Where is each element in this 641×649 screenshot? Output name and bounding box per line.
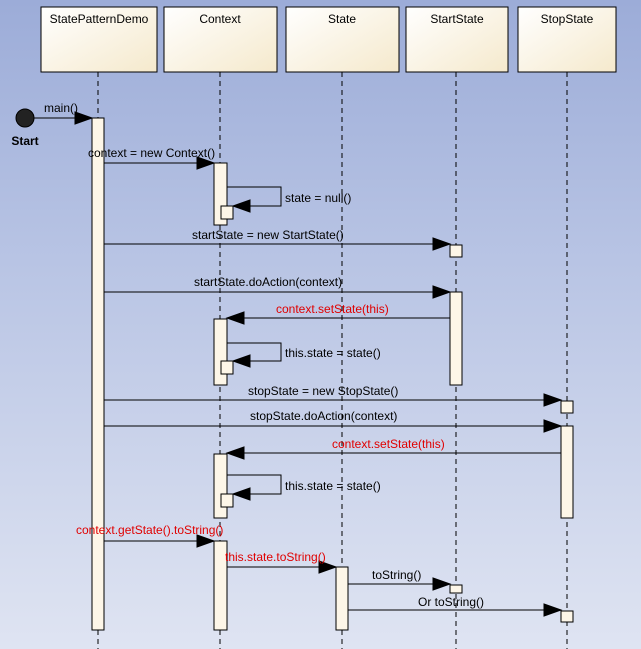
message-label: startState.doAction(context) (194, 275, 342, 289)
message-label: context.setState(this) (332, 437, 445, 451)
message-getstate-tostring[interactable]: context.getState().toString() (76, 523, 223, 548)
start-node[interactable]: Start (11, 108, 39, 148)
lifeline-header-context[interactable]: Context (163, 6, 278, 73)
message-main[interactable]: main() (34, 101, 94, 125)
activation-startstate-create (449, 244, 463, 258)
activation-statepatterndemo (91, 117, 105, 631)
message-label: main() (44, 101, 78, 115)
activation-context-2 (213, 318, 228, 386)
lifeline-headers: StatePatternDemo Context State StartStat… (40, 6, 617, 73)
message-new-context[interactable]: context = new Context() (88, 146, 216, 170)
start-icon (15, 108, 35, 128)
message-label: toString() (372, 568, 421, 582)
message-state-null[interactable]: state = null() (227, 186, 351, 213)
message-startstate-tostring[interactable]: toString() (348, 568, 452, 591)
lifeline-name: StatePatternDemo (50, 12, 149, 26)
activation-bars (91, 117, 574, 631)
message-this-state-1[interactable]: this.state = state() (227, 342, 381, 368)
message-stopstate-tostring[interactable]: Or toString() (348, 595, 563, 617)
message-label: this.state.toString() (225, 550, 326, 564)
message-setstate-2[interactable]: context.setState(this) (225, 437, 561, 460)
message-label: stopState = new StopState() (248, 384, 398, 398)
lifeline-name: State (328, 12, 356, 26)
activation-startstate-doaction (449, 291, 463, 386)
messages: main() context = new Context() state = n… (34, 101, 563, 617)
activation-startstate-tostring (449, 584, 463, 594)
message-startstate-doaction[interactable]: startState.doAction(context) (104, 275, 452, 299)
lifeline-name: Context (199, 12, 241, 26)
lifeline-header-stopstate[interactable]: StopState (517, 6, 617, 73)
message-this-state-tostring[interactable]: this.state.toString() (225, 550, 338, 574)
message-new-startstate[interactable]: startState = new StartState() (104, 228, 452, 251)
message-label: state = null() (285, 191, 351, 205)
message-label: stopState.doAction(context) (250, 409, 397, 423)
activation-stopstate-tostring (560, 610, 574, 623)
activation-context-self-2 (220, 360, 234, 375)
message-label: context.getState().toString() (76, 523, 223, 537)
message-label: context.setState(this) (276, 302, 389, 316)
lifeline-header-state[interactable]: State (285, 6, 400, 73)
message-label: this.state = state() (285, 479, 381, 493)
activation-context-self-1 (220, 205, 234, 220)
activation-context-self-3 (220, 493, 234, 508)
message-label: this.state = state() (285, 346, 381, 360)
activation-context-4 (213, 540, 228, 631)
lifeline-name: StopState (541, 12, 594, 26)
activation-state (335, 566, 349, 631)
activation-stopstate-doaction (560, 425, 574, 519)
lifeline-name: StartState (430, 12, 484, 26)
message-new-stopstate[interactable]: stopState = new StopState() (104, 384, 563, 407)
message-label: Or toString() (418, 595, 484, 609)
start-label: Start (11, 134, 38, 148)
message-label: startState = new StartState() (192, 228, 344, 242)
lifeline-header-startstate[interactable]: StartState (405, 6, 509, 73)
activation-context-3 (213, 453, 228, 519)
message-stopstate-doaction[interactable]: stopState.doAction(context) (104, 409, 563, 433)
message-setstate-1[interactable]: context.setState(this) (225, 302, 450, 325)
lifeline-header-statepatterndemo[interactable]: StatePatternDemo (40, 6, 158, 73)
activation-stopstate-create (560, 400, 574, 414)
message-label: context = new Context() (88, 146, 215, 160)
message-this-state-2[interactable]: this.state = state() (227, 474, 381, 501)
